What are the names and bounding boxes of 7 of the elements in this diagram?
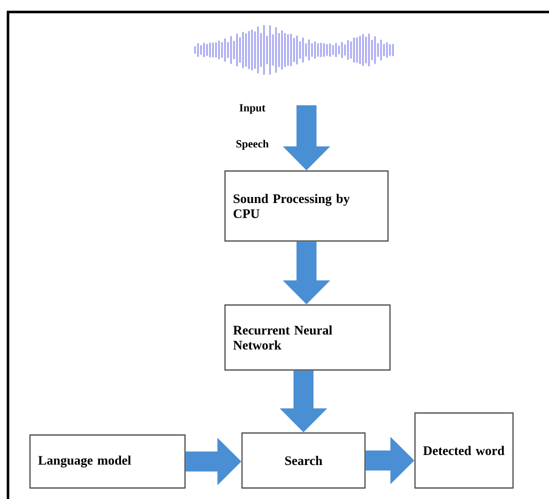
process-box: Recurrent Neural Network	[224, 304, 391, 371]
process-box: Sound Processing by CPU	[224, 170, 389, 242]
process-box: Detected word	[414, 412, 514, 489]
edge-label: Input Speech	[226, 102, 278, 152]
waveform-drawing	[194, 25, 394, 75]
process-box: Language model	[29, 434, 186, 489]
process-box: Search	[241, 432, 366, 489]
